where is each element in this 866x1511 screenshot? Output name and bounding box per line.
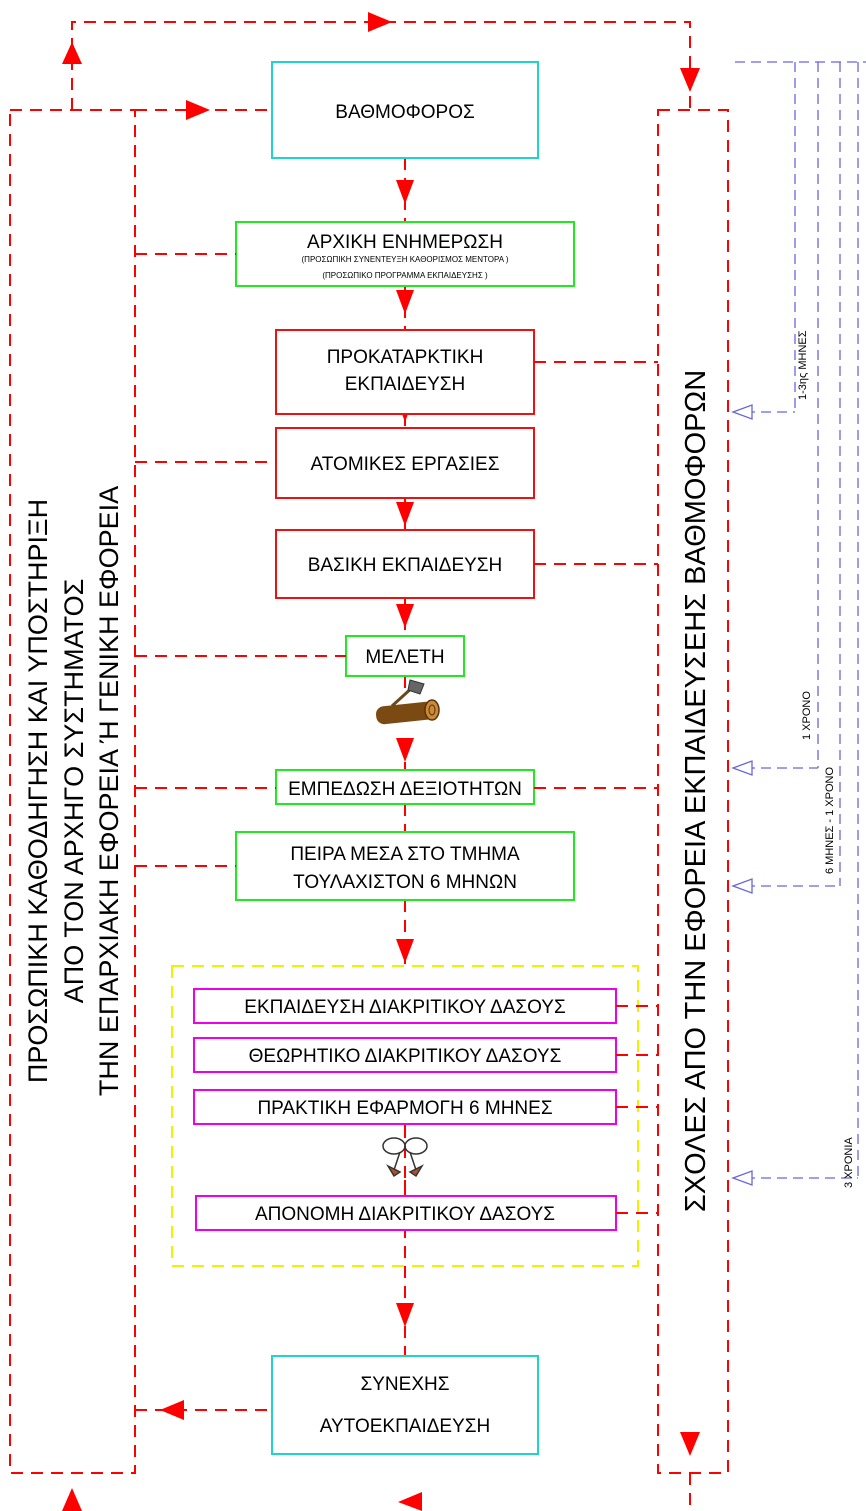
top-loop-connector: [71, 21, 691, 110]
timeline-label-2: 1 ΧΡΟΝΟ: [801, 691, 813, 740]
box-theoritiko: ΘΕΩΡΗΤΙΚΟ ΔΙΑΚΡΙΤΙΚΟΥ ΔΑΣΟΥΣ: [193, 1037, 617, 1073]
box-vasiki-ekpaideysi: ΒΑΣΙΚΗ ΕΚΠΑΙΔΕΥΣΗ: [275, 529, 535, 599]
box-ekp-diakritikou: ΕΚΠΑΙΔΕΥΣΗ ΔΙΑΚΡΙΤΙΚΟΥ ΔΑΣΟΥΣ: [193, 988, 617, 1024]
svg-text:3 ΧΡΟΝΙΑ: 3 ΧΡΟΝΙΑ: [843, 1137, 855, 1188]
box-vathmoforos: ΒΑΘΜΟΦΟΡΟΣ: [271, 61, 539, 159]
box-meleti: ΜΕΛΕΤΗ: [345, 635, 465, 677]
arxiki-subtitle-2: (ΠΡΟΣΩΠΙΚΟ ΠΡΟΓΡΑΜΜΑ ΕΚΠΑΙΔΕΥΣΗΣ ): [322, 271, 488, 280]
timeline-label-3: 6 ΜΗΝΕΣ - 1 ΧΡΟΝΟ: [824, 767, 836, 874]
top-loop-arrow-right: [368, 12, 392, 32]
timeline-label-1: 1-3ης ΜΗΝΕΣ: [797, 330, 809, 400]
synexis-line1: ΣΥΝΕΧΗΣ: [361, 1374, 450, 1395]
woggle-knot-icon: [382, 1137, 428, 1178]
left-panel-line1: ΠΡΟΣΩΠΙΚΗ ΚΑΘΟΔΗΓΗΣΗ ΚΑΙ ΥΠΟΣΤΗΡΙΞΗ: [23, 499, 53, 1083]
right-panel-text: ΣΧΟΛΕΣ ΑΠΟ ΤΗΝ ΕΦΟΡΕΙΑ ΕΚΠΑΙΔΕΥΣΕΗΣ ΒΑΘΜ…: [680, 370, 712, 1212]
box-prokatarktiki: ΠΡΟΚΑΤΑΡΚΤΙΚΗ ΕΚΠΑΙΔΕΥΣΗ: [275, 329, 535, 415]
svg-text:1-3ης ΜΗΝΕΣ: 1-3ης ΜΗΝΕΣ: [797, 330, 809, 400]
peira-line2: ΤΟΥΛΑΧΙΣΤΟΝ 6 ΜΗΝΩΝ: [293, 872, 517, 893]
empedosi-label: ΕΜΠΕΔΩΣΗ ΔΕΞΙΟΤΗΤΩΝ: [288, 779, 522, 800]
timeline-label-4: 3 ΧΡΟΝΙΑ: [843, 1137, 855, 1188]
svg-text:6 ΜΗΝΕΣ - 1 ΧΡΟΝΟ: 6 ΜΗΝΕΣ - 1 ΧΡΟΝΟ: [824, 767, 836, 874]
bottom-left-arrow-up: [62, 1488, 82, 1511]
box-atomikes-ergasies: ΑΤΟΜΙΚΕΣ ΕΡΓΑΣΙΕΣ: [275, 427, 535, 499]
left-panel-line3: ΤΗΝ ΕΠΑΡΧΙΑΚΗ ΕΦΟΡΕΙΑ Ή ΓΕΝΙΚΗ ΕΦΟΡΕΙΑ: [94, 486, 124, 1096]
arxiki-title: ΑΡΧΙΚΗ ΕΝΗΜΕΡΩΣΗ: [307, 232, 503, 253]
box-synexis: ΣΥΝΕΧΗΣ ΑΥΤΟΕΚΠΑΙΔΕΥΣΗ: [271, 1355, 539, 1455]
praktiki-label: ΠΡΑΚΤΙΚΗ ΕΦΑΡΜΟΓΗ 6 ΜΗΝΕΣ: [257, 1098, 552, 1119]
top-loop-arrow-up: [62, 42, 82, 64]
synexis-line2: ΑΥΤΟΕΚΠΑΙΔΕΥΣΗ: [320, 1416, 491, 1437]
timeline-lines: [735, 61, 866, 1179]
prokatarktiki-line2: ΕΚΠΑΙΔΕΥΣΗ: [345, 374, 466, 395]
arxiki-subtitle-1: (ΠΡΟΣΩΠΙΚΗ ΣΥΝΕΝΤΕΥΞΗ ΚΑΘΟΡΙΣΜΟΣ ΜΕΝΤΟΡΑ…: [302, 255, 509, 264]
svg-text:1 ΧΡΟΝΟ: 1 ΧΡΟΝΟ: [801, 691, 813, 740]
ekp-diakritikou-label: ΕΚΠΑΙΔΕΥΣΗ ΔΙΑΚΡΙΤΙΚΟΥ ΔΑΣΟΥΣ: [244, 997, 565, 1018]
box-praktiki: ΠΡΑΚΤΙΚΗ ΕΦΑΡΜΟΓΗ 6 ΜΗΝΕΣ: [193, 1089, 617, 1125]
log-axe-icon: [376, 679, 440, 725]
timeline-arrowheads: [731, 404, 753, 1186]
arrow-synexis-to-left: [160, 1400, 184, 1420]
atomikes-label: ΑΤΟΜΙΚΕΣ ΕΡΓΑΣΙΕΣ: [311, 454, 500, 475]
meleti-label: ΜΕΛΕΤΗ: [365, 647, 444, 668]
vasiki-label: ΒΑΣΙΚΗ ΕΚΠΑΙΔΕΥΣΗ: [308, 555, 503, 576]
left-panel-line2: ΑΠΟ ΤΟΝ ΑΡΧΗΓΟ ΣΥΣΤΗΜΑΤΟΣ: [59, 579, 89, 1004]
box-peira: ΠΕΙΡΑ ΜΕΣΑ ΣΤΟ ΤΜΗΜΑ ΤΟΥΛΑΧΙΣΤΟΝ 6 ΜΗΝΩΝ: [235, 831, 575, 901]
aponomi-label: ΑΠΟΝΟΜΗ ΔΙΑΚΡΙΤΙΚΟΥ ΔΑΣΟΥΣ: [255, 1204, 555, 1225]
bottom-right-arrow-down: [680, 1432, 700, 1456]
box-aponomi: ΑΠΟΝΟΜΗ ΔΙΑΚΡΙΤΙΚΟΥ ΔΑΣΟΥΣ: [195, 1195, 617, 1231]
arrow-left-to-vathmoforos: [186, 100, 210, 120]
left-panel-text: ΠΡΟΣΩΠΙΚΗ ΚΑΘΟΔΗΓΗΣΗ ΚΑΙ ΥΠΟΣΤΗΡΙΞΗ ΑΠΟ …: [23, 486, 124, 1096]
box-arxiki-enimerosi: ΑΡΧΙΚΗ ΕΝΗΜΕΡΩΣΗ (ΠΡΟΣΩΠΙΚΗ ΣΥΝΕΝΤΕΥΞΗ Κ…: [235, 221, 575, 287]
right-panel-line1: ΣΧΟΛΕΣ ΑΠΟ ΤΗΝ ΕΦΟΡΕΙΑ ΕΚΠΑΙΔΕΥΣΕΗΣ ΒΑΘΜ…: [680, 370, 712, 1212]
right-side-connectors: [534, 361, 658, 1214]
bottom-center-arrow: [398, 1492, 422, 1511]
left-side-connectors: [135, 253, 346, 1411]
peira-line1: ΠΕΙΡΑ ΜΕΣΑ ΣΤΟ ΤΜΗΜΑ: [290, 844, 520, 865]
box-empedosi: ΕΜΠΕΔΩΣΗ ΔΕΞΙΟΤΗΤΩΝ: [275, 769, 535, 805]
top-loop-arrow-down: [680, 68, 700, 92]
vathmoforos-label: ΒΑΘΜΟΦΟΡΟΣ: [335, 102, 474, 123]
theoritiko-label: ΘΕΩΡΗΤΙΚΟ ΔΙΑΚΡΙΤΙΚΟΥ ΔΑΣΟΥΣ: [249, 1046, 562, 1067]
right-schools-frame: [657, 109, 729, 1474]
prokatarktiki-line1: ΠΡΟΚΑΤΑΡΚΤΙΚΗ: [327, 347, 484, 368]
wood-badge-group-frame: [171, 965, 639, 1267]
